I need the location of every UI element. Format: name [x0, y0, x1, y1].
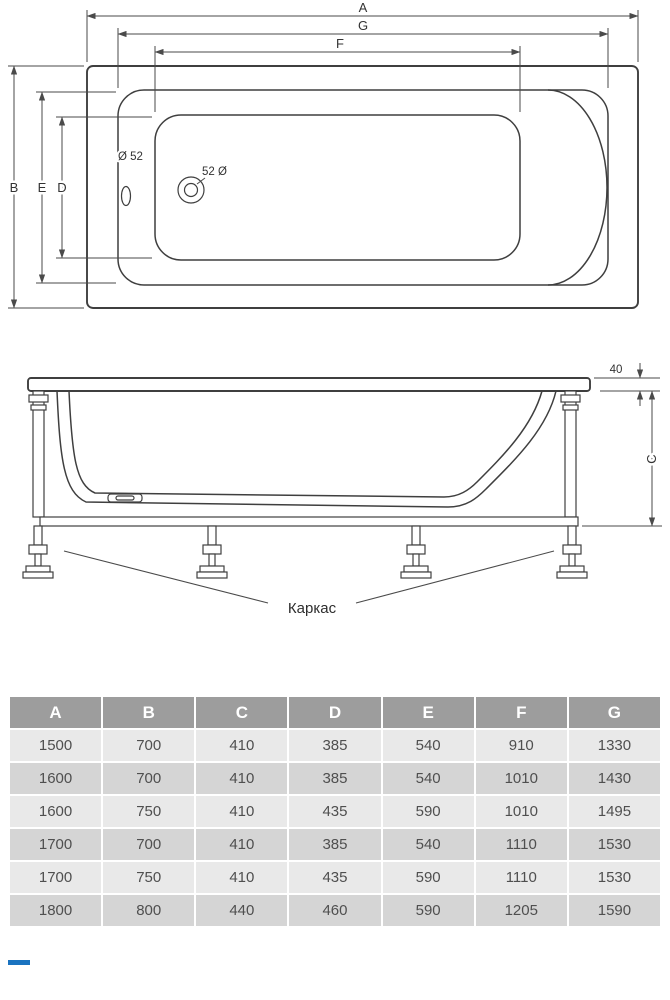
drain-diameter-label: 52 Ø: [202, 166, 227, 178]
table-cell: 1800: [10, 895, 102, 926]
table-cell: 435: [289, 796, 381, 827]
table-header-cell: F: [475, 697, 567, 728]
table-cell: 1330: [568, 730, 660, 761]
table-cell: 590: [382, 796, 474, 827]
table-cell: 410: [196, 796, 288, 827]
table-cell: 1590: [568, 895, 660, 926]
table-cell: 385: [289, 763, 381, 794]
drain-hole-inner: [183, 182, 199, 198]
table-cell: 700: [103, 763, 195, 794]
table-header-cell: E: [382, 697, 474, 728]
table-cell: 1600: [10, 763, 102, 794]
support-frame: [22, 390, 588, 579]
table-cell: 540: [382, 730, 474, 761]
table-cell: 540: [382, 829, 474, 860]
dim-d-label: D: [57, 180, 66, 195]
table-cell: 1110: [475, 829, 567, 860]
table-cell: 1495: [568, 796, 660, 827]
tub-shell-outer: [56, 390, 557, 508]
dimensions-table: A B C D E F G 1500 700 410 385 540 910 1…: [8, 695, 662, 928]
table-header-cell: C: [196, 697, 288, 728]
tub-headrest-slope: [547, 89, 608, 286]
table-cell: 1600: [10, 796, 102, 827]
dim-A: A: [86, 0, 639, 62]
table-row: 1500 700 410 385 540 910 1330: [10, 730, 660, 761]
dim-D: D: [55, 116, 152, 259]
dim-e-label: E: [38, 180, 47, 195]
dim-E: E: [35, 91, 116, 284]
frame-callout: Каркас: [63, 550, 555, 617]
table-cell: 1700: [10, 829, 102, 860]
dim-40-label: 40: [610, 364, 623, 376]
table-cell: 385: [289, 730, 381, 761]
table-row: 1700 750 410 435 590 1110 1530: [10, 862, 660, 893]
table-cell: 1430: [568, 763, 660, 794]
table-cell: 590: [382, 862, 474, 893]
dim-F: F: [154, 34, 521, 112]
table-cell: 540: [382, 763, 474, 794]
table-cell: 700: [103, 829, 195, 860]
table-cell: 1500: [10, 730, 102, 761]
frame-leg: [196, 525, 228, 579]
table-header-row: A B C D E F G: [10, 697, 660, 728]
table-cell: 410: [196, 763, 288, 794]
table-cell: 700: [103, 730, 195, 761]
dim-g-label: G: [358, 18, 368, 33]
table-cell: 410: [196, 862, 288, 893]
drain-siphon-inner: [115, 495, 135, 501]
table-cell: 460: [289, 895, 381, 926]
table-cell: 750: [103, 862, 195, 893]
frame-post-left: [32, 390, 45, 518]
top-view-drawing: Ø 52 52 Ø A G F B: [7, 0, 639, 309]
table-cell: 1010: [475, 796, 567, 827]
dim-C: C: [582, 390, 662, 527]
frame-leg: [22, 525, 54, 579]
table-cell: 1205: [475, 895, 567, 926]
table-header-cell: A: [10, 697, 102, 728]
table-cell: 1530: [568, 829, 660, 860]
table-header-cell: D: [289, 697, 381, 728]
frame-leg: [556, 525, 588, 579]
dim-f-label: F: [336, 36, 344, 51]
table-header-cell: G: [568, 697, 660, 728]
overflow-diameter-label: Ø 52: [118, 151, 143, 163]
table-cell: 410: [196, 730, 288, 761]
table-cell: 440: [196, 895, 288, 926]
table-row: 1700 700 410 385 540 1110 1530: [10, 829, 660, 860]
dim-b-label: B: [10, 180, 19, 195]
table-header-cell: B: [103, 697, 195, 728]
tub-side-view: [27, 377, 591, 508]
table-row: 1600 750 410 435 590 1010 1495: [10, 796, 660, 827]
table-cell: 910: [475, 730, 567, 761]
tub-basin: [154, 114, 521, 261]
tub-shell-inner: [68, 390, 543, 498]
table-row: 1600 700 410 385 540 1010 1430: [10, 763, 660, 794]
overflow-hole: [120, 185, 132, 207]
dim-c-label: C: [644, 454, 659, 463]
tub-rim-profile: [27, 377, 591, 392]
dim-a-label: A: [359, 0, 368, 15]
table-cell: 1530: [568, 862, 660, 893]
dim-40: 40: [594, 362, 660, 406]
table-cell: 590: [382, 895, 474, 926]
tub-inner-rim: [117, 89, 609, 286]
frame-label: Каркас: [288, 600, 337, 617]
table-cell: 750: [103, 796, 195, 827]
table-cell: 1700: [10, 862, 102, 893]
dim-G: G: [117, 16, 609, 88]
table-cell: 385: [289, 829, 381, 860]
side-view-drawing: 40 C Каркас: [22, 362, 662, 617]
table-cell: 800: [103, 895, 195, 926]
dim-B: B: [7, 65, 84, 309]
table-cell: 1010: [475, 763, 567, 794]
tub-outer-rim: [86, 65, 639, 309]
table-cell: 410: [196, 829, 288, 860]
table-row: 1800 800 440 460 590 1205 1590: [10, 895, 660, 926]
frame-rail: [39, 516, 579, 527]
frame-leg: [400, 525, 432, 579]
table-cell: 435: [289, 862, 381, 893]
tub-top-view: Ø 52 52 Ø: [86, 65, 639, 309]
table-cell: 1110: [475, 862, 567, 893]
brand-mark: [8, 960, 30, 965]
